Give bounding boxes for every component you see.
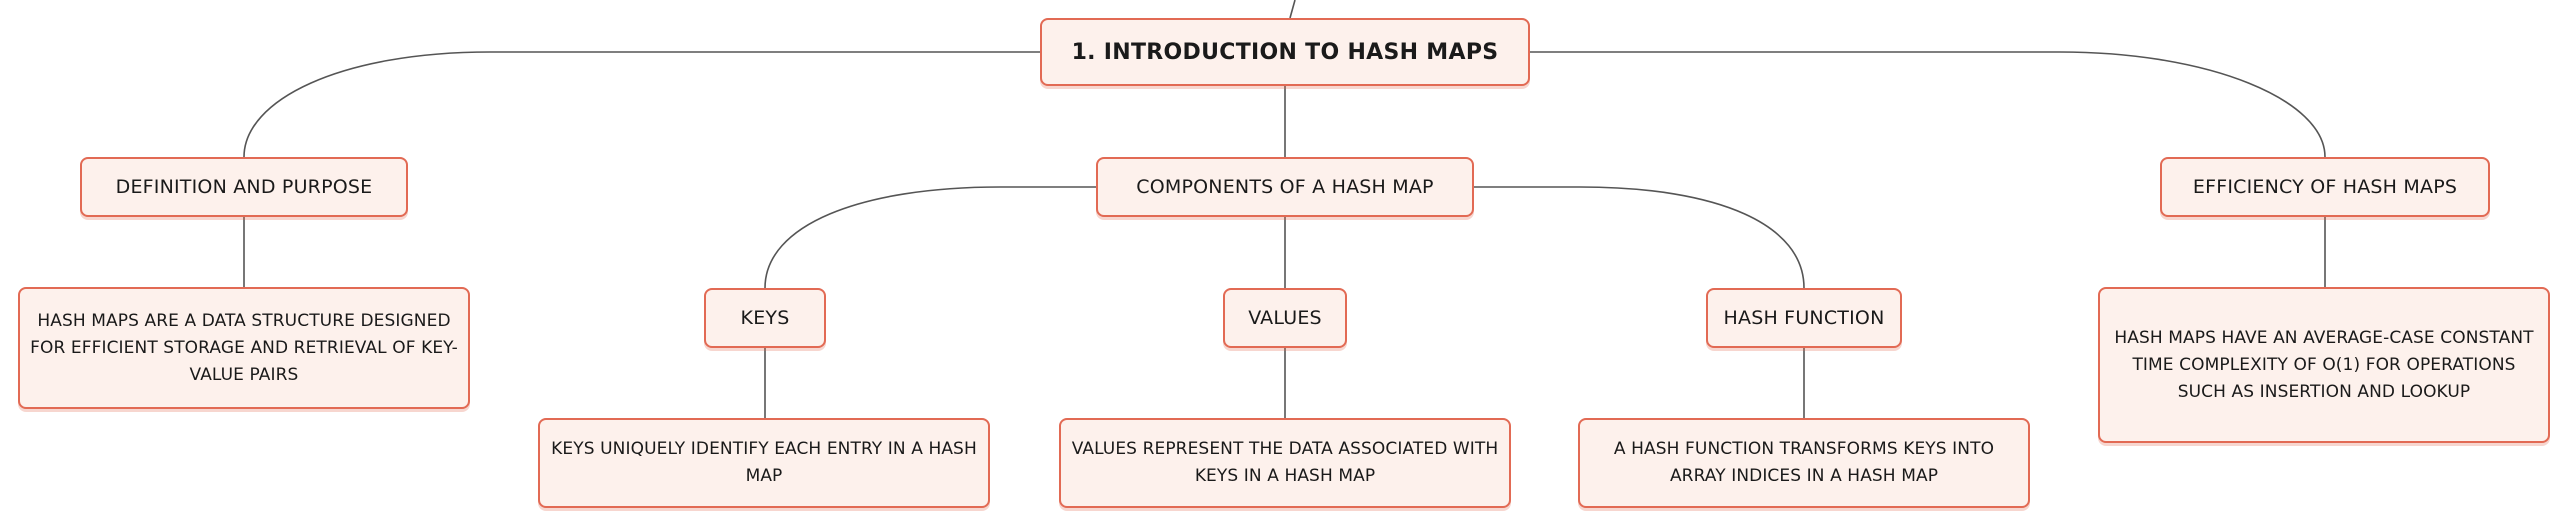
definition-detail-text: HASH MAPS ARE A DATA STRUCTURE DESIGNED … — [30, 310, 458, 385]
definition-and-purpose-label: DEFINITION AND PURPOSE — [115, 176, 373, 198]
components-node[interactable]: COMPONENTS OF A HASH MAP — [1096, 157, 1474, 217]
hash-function-detail-text: A HASH FUNCTION TRANSFORMS KEYS INTO ARR… — [1613, 439, 1995, 486]
efficiency-detail-text: HASH MAPS HAVE AN AVERAGE-CASE CONSTANT … — [2114, 327, 2534, 402]
keys-detail-node[interactable]: KEYS UNIQUELY IDENTIFY EACH ENTRY IN A H… — [538, 418, 990, 508]
values-label: VALUES — [1248, 307, 1322, 329]
efficiency-detail-node[interactable]: HASH MAPS HAVE AN AVERAGE-CASE CONSTANT … — [2098, 287, 2550, 443]
keys-detail-text: KEYS UNIQUELY IDENTIFY EACH ENTRY IN A H… — [551, 439, 977, 486]
values-node[interactable]: VALUES — [1223, 288, 1347, 348]
values-detail-node[interactable]: VALUES REPRESENT THE DATA ASSOCIATED WIT… — [1059, 418, 1511, 508]
connector-components-keys — [764, 186, 1096, 289]
keys-label: KEYS — [740, 307, 790, 329]
connector-components-hash-function — [1474, 186, 1805, 289]
values-detail-text: VALUES REPRESENT THE DATA ASSOCIATED WIT… — [1071, 439, 1499, 486]
hash-function-label: HASH FUNCTION — [1723, 307, 1885, 329]
connector-root-parent — [1289, 0, 1296, 19]
connector-root-efficiency — [1530, 51, 2326, 158]
efficiency-node[interactable]: EFFICIENCY OF HASH MAPS — [2160, 157, 2490, 217]
hash-function-detail-node[interactable]: A HASH FUNCTION TRANSFORMS KEYS INTO ARR… — [1578, 418, 2030, 508]
efficiency-label: EFFICIENCY OF HASH MAPS — [2192, 176, 2458, 198]
definition-and-purpose-node[interactable]: DEFINITION AND PURPOSE — [80, 157, 408, 217]
components-label: COMPONENTS OF A HASH MAP — [1136, 176, 1434, 198]
keys-node[interactable]: KEYS — [704, 288, 826, 348]
root-topic-node[interactable]: 1. INTRODUCTION TO HASH MAPS — [1040, 18, 1530, 86]
connector-root-definition — [243, 51, 1040, 158]
hash-function-node[interactable]: HASH FUNCTION — [1706, 288, 1902, 348]
definition-detail-node[interactable]: HASH MAPS ARE A DATA STRUCTURE DESIGNED … — [18, 287, 470, 409]
root-topic-label: 1. INTRODUCTION TO HASH MAPS — [1071, 39, 1499, 65]
